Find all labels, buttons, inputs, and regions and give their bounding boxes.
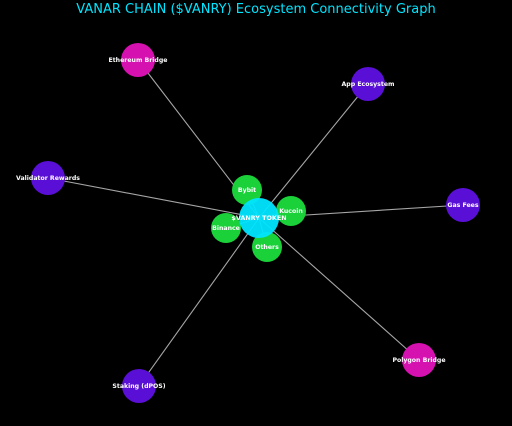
node-label-gas-fees: Gas Fees xyxy=(447,202,478,209)
node-label-staking: Staking (dPOS) xyxy=(112,383,165,390)
node-label-binance: Binance xyxy=(212,225,240,232)
node-app-ecosystem[interactable] xyxy=(351,67,385,101)
node-bybit[interactable] xyxy=(232,175,262,205)
node-label-others: Others xyxy=(255,244,279,251)
node-label-validator-rewards: Validator Rewards xyxy=(16,175,80,182)
node-label-bybit: Bybit xyxy=(238,187,256,194)
node-validator-rewards[interactable] xyxy=(31,161,65,195)
node-label-ethereum-bridge: Ethereum Bridge xyxy=(109,57,168,64)
node-gas-fees[interactable] xyxy=(446,188,480,222)
node-label-vanry: $VANRY TOKEN xyxy=(231,214,286,222)
graph-title: VANAR CHAIN ($VANRY) Ecosystem Connectiv… xyxy=(76,2,436,17)
edge-vanry-validator-rewards xyxy=(47,177,260,219)
node-binance[interactable] xyxy=(211,213,241,243)
node-kucoin[interactable] xyxy=(276,196,306,226)
edge-vanry-app-ecosystem xyxy=(258,83,369,219)
node-others[interactable] xyxy=(252,232,282,262)
nodes-layer xyxy=(31,43,480,403)
edge-vanry-staking xyxy=(138,217,260,387)
node-label-kucoin: Kucoin xyxy=(279,208,303,215)
node-staking[interactable] xyxy=(122,369,156,403)
node-label-app-ecosystem: App Ecosystem xyxy=(342,81,395,88)
node-polygon-bridge[interactable] xyxy=(402,343,436,377)
node-label-polygon-bridge: Polygon Bridge xyxy=(392,357,445,364)
node-vanry[interactable] xyxy=(239,198,279,238)
edge-vanry-polygon-bridge xyxy=(258,217,420,361)
node-ethereum-bridge[interactable] xyxy=(121,43,155,77)
